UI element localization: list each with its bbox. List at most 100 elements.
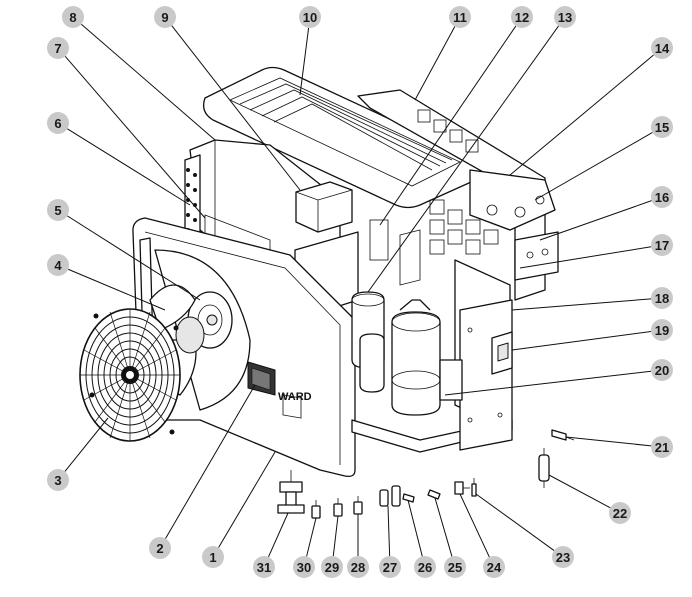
callout-number: 31 <box>257 560 271 575</box>
callout-13: 13 <box>554 6 576 28</box>
callout-circle <box>62 6 84 28</box>
callout-8: 8 <box>62 6 84 28</box>
leader-line-9 <box>171 25 301 191</box>
callout-number: 16 <box>655 190 669 205</box>
leader-line-24 <box>459 493 490 558</box>
callout-number: 9 <box>161 10 168 25</box>
callout-circle <box>511 6 533 28</box>
leader-lines <box>64 23 654 558</box>
pressure-switch <box>454 481 470 495</box>
leader-line-23 <box>475 493 555 551</box>
callout-9: 9 <box>154 6 176 28</box>
callout-circle <box>414 556 436 578</box>
callout-circle <box>609 502 631 524</box>
leader-line-1 <box>218 451 276 548</box>
callout-number: 2 <box>156 541 163 556</box>
leader-line-21 <box>565 436 652 447</box>
leader-line-6 <box>67 128 191 206</box>
leader-line-17 <box>519 246 652 269</box>
leader-line-27 <box>387 505 391 557</box>
callout-number: 1 <box>209 550 216 565</box>
leader-line-10 <box>299 27 310 96</box>
callout-2: 2 <box>149 537 171 559</box>
terminal-plate <box>469 169 556 231</box>
pressure-valve <box>311 500 321 519</box>
leader-line-14 <box>509 54 654 176</box>
water-sensor <box>471 478 477 497</box>
callout-12: 12 <box>511 6 533 28</box>
expansion-valve <box>379 485 401 507</box>
callout-5: 5 <box>47 199 69 221</box>
callout-circle <box>253 556 275 578</box>
low-pressure-switch <box>353 496 363 515</box>
callout-circle <box>154 6 176 28</box>
callout-circle <box>651 37 673 59</box>
callout-21: 21 <box>651 436 673 458</box>
callout-number: 26 <box>418 560 432 575</box>
pressure-gauge-plate <box>514 231 559 281</box>
callout-7: 7 <box>47 37 69 59</box>
callout-number: 8 <box>69 10 76 25</box>
leader-line-22 <box>548 474 611 509</box>
flow-switch <box>427 489 441 500</box>
callout-number: 11 <box>453 10 467 25</box>
callout-circle <box>651 319 673 341</box>
leader-line-20 <box>444 370 652 396</box>
compressor <box>391 299 463 416</box>
callout-circle <box>47 199 69 221</box>
callout-circle <box>347 556 369 578</box>
leader-line-12 <box>379 25 517 226</box>
callout-circle <box>444 556 466 578</box>
leader-line-25 <box>434 497 453 557</box>
leader-line-15 <box>534 132 653 201</box>
leader-line-4 <box>67 268 166 311</box>
callout-circle <box>651 287 673 309</box>
callout-number: 20 <box>655 363 669 378</box>
callout-circle <box>552 546 574 568</box>
callout-circle <box>47 254 69 276</box>
callout-27: 27 <box>379 556 401 578</box>
callout-circle <box>651 234 673 256</box>
callout-18: 18 <box>651 287 673 309</box>
callout-10: 10 <box>299 6 321 28</box>
callout-number: 30 <box>297 560 311 575</box>
leader-line-3 <box>64 417 109 472</box>
callout-number: 6 <box>54 116 61 131</box>
callout-28: 28 <box>347 556 369 578</box>
electric-box <box>295 181 353 233</box>
valve-assembly <box>277 470 305 514</box>
leader-line-30 <box>306 517 317 557</box>
callout-1: 1 <box>202 546 224 568</box>
brand-label: WARD <box>278 391 312 403</box>
callout-29: 29 <box>321 556 343 578</box>
callout-number: 21 <box>655 440 669 455</box>
four-way-valve <box>351 291 385 393</box>
callout-circle <box>321 556 343 578</box>
callout-number: 4 <box>54 258 62 273</box>
callout-25: 25 <box>444 556 466 578</box>
callout-circle <box>47 37 69 59</box>
leader-line-11 <box>414 26 456 101</box>
leader-line-8 <box>80 23 216 141</box>
callout-circle <box>449 6 471 28</box>
callout-14: 14 <box>651 37 673 59</box>
callout-number: 18 <box>655 291 669 306</box>
callout-number: 23 <box>556 550 570 565</box>
callout-number: 22 <box>613 506 627 521</box>
top-cover <box>202 66 486 209</box>
callout-24: 24 <box>483 556 505 578</box>
callout-11: 11 <box>449 6 471 28</box>
callout-number: 10 <box>303 10 317 25</box>
rear-grille <box>357 89 546 301</box>
callout-16: 16 <box>651 186 673 208</box>
leader-line-13 <box>367 25 560 293</box>
callout-23: 23 <box>552 546 574 568</box>
leader-line-19 <box>511 330 652 351</box>
callout-number: 24 <box>487 560 502 575</box>
temperature-sensor <box>551 429 575 441</box>
leader-line-26 <box>407 499 423 557</box>
callout-number: 28 <box>351 560 365 575</box>
callout-3: 3 <box>47 469 69 491</box>
